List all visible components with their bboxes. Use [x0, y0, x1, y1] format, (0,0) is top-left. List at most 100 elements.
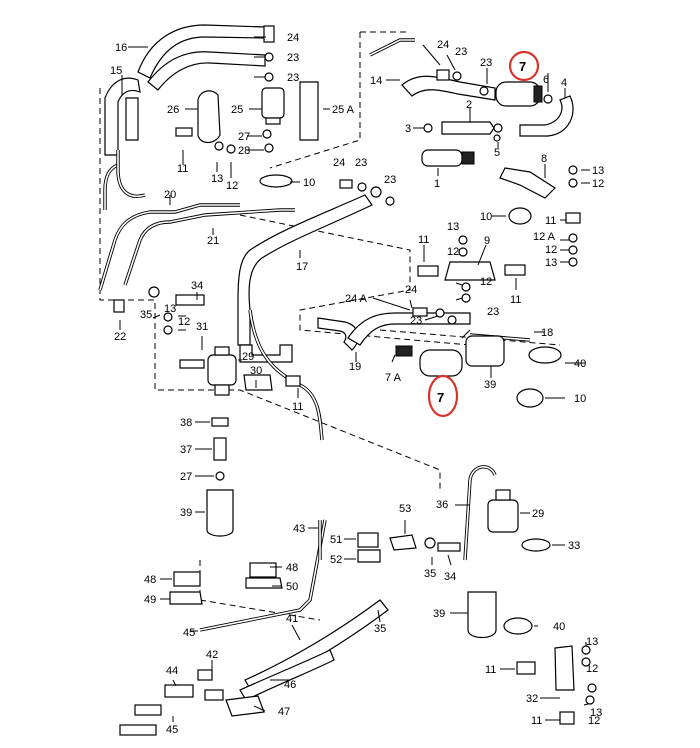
callout-12: 12 [592, 178, 604, 190]
callout-12: 12 [226, 180, 238, 192]
callout-7-highlighted: 7 [437, 390, 444, 405]
callout-39: 39 [433, 608, 445, 620]
callout-29: 29 [532, 508, 544, 520]
callout-13: 13 [447, 221, 459, 233]
callout-53: 53 [399, 503, 411, 515]
callout-12: 12 [480, 276, 492, 288]
callout-12A: 12 A [533, 231, 556, 243]
callout-31: 31 [196, 321, 208, 333]
callout-12: 12 [447, 246, 459, 258]
callout-6: 6 [543, 74, 549, 86]
callout-25A: 25 A [332, 104, 355, 116]
callout-23: 23 [355, 157, 367, 169]
leader-lines [119, 36, 590, 722]
callout-49: 49 [144, 594, 156, 606]
callout-19: 19 [349, 361, 361, 373]
callout-35: 35 [374, 623, 386, 635]
callout-34: 34 [444, 571, 456, 583]
callout-43: 43 [293, 523, 305, 535]
callout-29: 29 [242, 351, 254, 363]
callout-12: 12 [586, 663, 598, 675]
callout-36: 36 [436, 499, 448, 511]
callout-45: 45 [183, 627, 195, 639]
callout-7A: 7 A [385, 372, 402, 384]
callout-1: 1 [434, 178, 440, 190]
callout-26: 26 [167, 104, 179, 116]
callout-13: 13 [545, 257, 557, 269]
callout-10: 10 [574, 393, 586, 405]
highlight-ring-part-7-top [508, 50, 540, 82]
callout-11: 11 [510, 294, 521, 306]
callout-11: 11 [177, 163, 188, 175]
callout-27: 27 [238, 131, 250, 143]
callout-11: 11 [531, 715, 542, 727]
callout-12: 12 [545, 244, 557, 256]
callout-24: 24 [405, 284, 417, 296]
callout-13: 13 [592, 165, 604, 177]
callout-16: 16 [115, 42, 127, 54]
callout-12: 12 [588, 715, 600, 727]
callout-46: 46 [284, 679, 296, 691]
callout-17: 17 [296, 261, 308, 273]
callout-24: 24 [437, 39, 449, 51]
callout-11: 11 [485, 664, 496, 676]
callout-2: 2 [466, 99, 472, 111]
callout-25: 25 [231, 104, 243, 116]
callout-40: 40 [553, 621, 565, 633]
callout-11: 11 [418, 234, 429, 246]
callout-44: 44 [166, 665, 178, 677]
callout-51: 51 [330, 534, 342, 546]
callout-42: 42 [206, 649, 218, 661]
callout-14: 14 [370, 75, 382, 87]
callout-35: 35 [140, 309, 152, 321]
callout-30: 30 [250, 365, 262, 377]
callout-13: 13 [590, 707, 602, 719]
callout-13: 13 [586, 636, 598, 648]
callout-32: 32 [526, 693, 538, 705]
callout-8: 8 [541, 153, 547, 165]
callout-23: 23 [410, 315, 422, 327]
callout-18: 18 [541, 327, 553, 339]
callout-40: 40 [574, 358, 586, 370]
callout-labels: 16 15 24 23 23 26 25 25 A 27 28 11 13 12… [110, 32, 604, 736]
callout-22: 22 [114, 331, 126, 343]
callout-41: 41 [286, 613, 298, 625]
fuel-system-components [113, 25, 597, 736]
callout-24A: 24 A [345, 293, 368, 305]
callout-10: 10 [480, 211, 492, 223]
callout-47: 47 [278, 706, 290, 718]
callout-33: 33 [568, 540, 580, 552]
callout-4: 4 [561, 77, 567, 89]
callout-48: 48 [144, 574, 156, 586]
callout-11: 11 [292, 401, 303, 413]
callout-48: 48 [286, 562, 298, 574]
highlight-ring-part-7-middle [427, 374, 459, 418]
callout-24: 24 [287, 32, 299, 44]
callout-23: 23 [455, 46, 467, 58]
callout-38: 38 [180, 417, 192, 429]
callout-27: 27 [180, 471, 192, 483]
callout-39: 39 [180, 507, 192, 519]
callout-9: 9 [484, 235, 490, 247]
callout-52: 52 [330, 554, 342, 566]
highlight-rings [427, 50, 540, 418]
callout-45: 45 [166, 724, 178, 736]
callout-15: 15 [110, 65, 122, 77]
callout-28: 28 [238, 145, 250, 157]
callout-23: 23 [287, 72, 299, 84]
callout-21: 21 [207, 235, 219, 247]
callout-34: 34 [191, 280, 203, 292]
callout-35: 35 [424, 568, 436, 580]
callout-5: 5 [494, 147, 500, 159]
callout-20: 20 [164, 189, 176, 201]
callout-10: 10 [303, 177, 315, 189]
callout-11: 11 [545, 215, 556, 227]
callout-50: 50 [286, 581, 298, 593]
callout-13: 13 [164, 303, 176, 315]
callout-12: 12 [178, 316, 190, 328]
callout-13: 13 [211, 173, 223, 185]
callout-3: 3 [405, 123, 411, 135]
callout-23: 23 [384, 174, 396, 186]
callout-39: 39 [484, 379, 496, 391]
